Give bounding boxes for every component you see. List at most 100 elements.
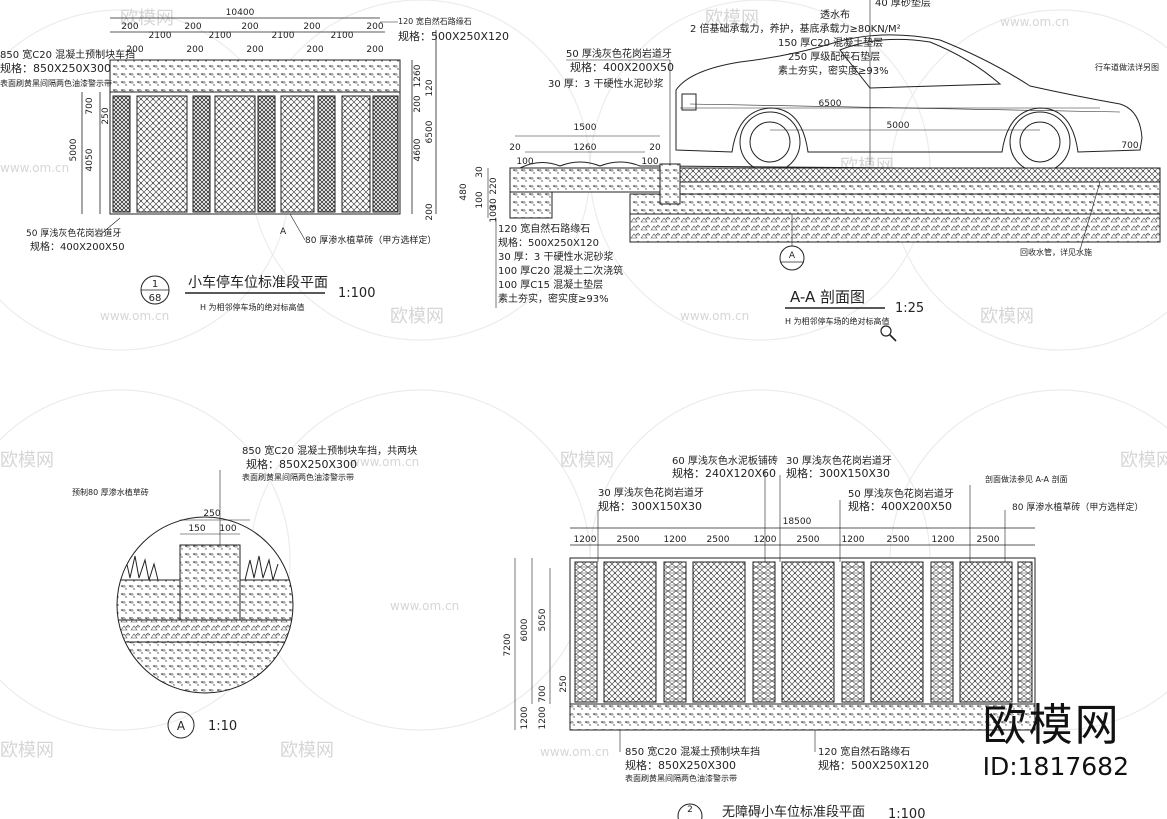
svg-text:700: 700 bbox=[1121, 141, 1138, 151]
plan1-note-edge-spec: 规格：400X200X50 bbox=[30, 240, 125, 253]
svg-text:2500: 2500 bbox=[797, 535, 820, 545]
plan1-curb-strip bbox=[109, 59, 401, 93]
section-curbstone bbox=[659, 163, 681, 205]
svg-text:1200: 1200 bbox=[520, 706, 530, 729]
plan1-note-curb-spec: 规格：500X250X120 bbox=[398, 29, 509, 43]
watermark-logo: 欧模网 bbox=[280, 740, 334, 761]
svg-text:透水布: 透水布 bbox=[820, 9, 850, 21]
svg-text:100 厚C20 混凝土二次浇筑: 100 厚C20 混凝土二次浇筑 bbox=[498, 264, 623, 277]
svg-text:250: 250 bbox=[203, 509, 220, 519]
watermark-url: www.om.cn bbox=[540, 745, 609, 759]
svg-text:80 厚渗水植草砖（甲方选样定）: 80 厚渗水植草砖（甲方选样定） bbox=[1012, 501, 1143, 513]
svg-text:100: 100 bbox=[219, 524, 236, 534]
svg-text:850 宽C20 混凝土预制块车挡: 850 宽C20 混凝土预制块车挡 bbox=[625, 745, 760, 758]
watermark-logo: 欧模网 bbox=[390, 306, 444, 327]
svg-text:200: 200 bbox=[366, 22, 383, 32]
svg-text:2 倍基础承载力，养护，基底承载力≥80KN/M²: 2 倍基础承载力，养护，基底承载力≥80KN/M² bbox=[690, 22, 901, 35]
svg-text:1260: 1260 bbox=[413, 64, 423, 87]
svg-text:规格：300X150X30: 规格：300X150X30 bbox=[786, 466, 890, 480]
svg-text:480: 480 bbox=[459, 183, 469, 200]
detail-note-paint: 表面刷黄黑间隔两色油漆警示带 bbox=[242, 472, 354, 482]
watermark-url: www.om.cn bbox=[390, 599, 459, 613]
plan2-title-no: 2 bbox=[687, 805, 693, 815]
plan1-top-dims: 200 2100 200 2100 200 2100 200 2100 200 bbox=[121, 22, 383, 41]
watermark-url: www.om.cn bbox=[1000, 15, 1069, 29]
svg-text:200: 200 bbox=[413, 95, 423, 112]
svg-text:素土夯实，密实度≥93%: 素土夯实，密实度≥93% bbox=[498, 292, 609, 305]
svg-text:120 宽自然石路缘石: 120 宽自然石路缘石 bbox=[818, 745, 910, 758]
svg-text:50 厚浅灰色花岗岩道牙: 50 厚浅灰色花岗岩道牙 bbox=[848, 487, 954, 500]
plan1-subnote: H 为相邻停车场的绝对标高值 bbox=[200, 302, 305, 312]
plan1-top-dims2: 200 200 200 200 200 bbox=[126, 45, 383, 55]
svg-text:2100: 2100 bbox=[272, 31, 295, 41]
svg-text:200: 200 bbox=[186, 45, 203, 55]
svg-text:700: 700 bbox=[538, 685, 548, 702]
svg-text:30 厚浅灰色花岗岩道牙: 30 厚浅灰色花岗岩道牙 bbox=[786, 454, 892, 467]
svg-text:剖面做法参见 A-A 剖面: 剖面做法参见 A-A 剖面 bbox=[985, 474, 1068, 484]
svg-text:规格：400X200X50: 规格：400X200X50 bbox=[570, 60, 674, 74]
svg-text:1200: 1200 bbox=[842, 535, 865, 545]
plan1-scale: 1:100 bbox=[338, 286, 375, 301]
svg-text:250 厚级配碎石垫层: 250 厚级配碎石垫层 bbox=[788, 50, 880, 63]
section-sand-layer bbox=[659, 181, 1161, 195]
plan1-marker-a: A bbox=[280, 227, 287, 237]
watermark-logo: 欧模网 bbox=[0, 740, 54, 761]
svg-text:30 厚：3 干硬性水泥砂浆: 30 厚：3 干硬性水泥砂浆 bbox=[548, 77, 663, 90]
svg-text:2500: 2500 bbox=[977, 535, 1000, 545]
section-note-drive: 行车道做法详另图 bbox=[1095, 62, 1159, 72]
watermark-logo: 欧模网 bbox=[120, 8, 174, 29]
watermark-logo: 欧模网 bbox=[1120, 450, 1167, 471]
svg-text:素土夯实，密实度≥93%: 素土夯实，密实度≥93% bbox=[778, 64, 889, 77]
section-grass-line bbox=[519, 161, 1161, 171]
watermark-logo: 欧模网 bbox=[980, 306, 1034, 327]
svg-text:表面刷黄黑间隔两色油漆警示带: 表面刷黄黑间隔两色油漆警示带 bbox=[625, 773, 737, 783]
section-scale: 1:25 bbox=[895, 301, 924, 316]
svg-text:150: 150 bbox=[188, 524, 205, 534]
svg-text:30 厚：3 干硬性水泥砂浆: 30 厚：3 干硬性水泥砂浆 bbox=[498, 250, 613, 263]
detail-a: 250 150 100 预制80 厚渗水植草砖 850 宽C20 混凝土预制块车… bbox=[72, 444, 417, 739]
svg-text:1260: 1260 bbox=[574, 143, 597, 153]
section-grass-layer bbox=[659, 167, 1161, 183]
svg-text:100 厚C15 混凝土垫层: 100 厚C15 混凝土垫层 bbox=[498, 278, 603, 291]
plan1-stalls bbox=[112, 95, 399, 213]
svg-text:2100: 2100 bbox=[149, 31, 172, 41]
plan1-note-edge: 50 厚浅灰色花岗岩道牙 bbox=[26, 227, 121, 239]
svg-text:200: 200 bbox=[241, 22, 258, 32]
svg-text:700: 700 bbox=[85, 97, 95, 114]
watermark-logo: 欧模网 bbox=[0, 450, 54, 471]
svg-text:2500: 2500 bbox=[887, 535, 910, 545]
svg-text:200: 200 bbox=[425, 203, 435, 220]
svg-text:1200: 1200 bbox=[538, 706, 548, 729]
section-subnote: H 为相邻停车场的绝对标高值 bbox=[785, 316, 890, 326]
watermark-layer: 欧模网 欧模网 www.om.cn www.om.cn 欧模网 欧模网 www.… bbox=[0, 8, 1167, 761]
svg-text:规格：400X200X50: 规格：400X200X50 bbox=[848, 499, 952, 513]
section-callouts-right: 40 厚砂垫层 透水布 2 倍基础承载力，养护，基底承载力≥80KN/M² 15… bbox=[690, 0, 931, 77]
svg-text:规格：500X250X120: 规格：500X250X120 bbox=[818, 758, 929, 772]
plan2-total-dim: 18500 bbox=[783, 517, 812, 527]
watermark-url: www.om.cn bbox=[0, 161, 69, 175]
plan2-stalls bbox=[574, 561, 1033, 703]
svg-text:7200: 7200 bbox=[503, 633, 513, 656]
plan1-title-sheet: 68 bbox=[149, 293, 162, 304]
watermark-logo: 欧模网 bbox=[560, 450, 614, 471]
section-concrete-layer bbox=[629, 193, 1161, 215]
svg-text:100: 100 bbox=[516, 157, 533, 167]
plan2-scale: 1:100 bbox=[888, 807, 925, 819]
svg-text:2500: 2500 bbox=[617, 535, 640, 545]
svg-text:200: 200 bbox=[184, 22, 201, 32]
svg-text:200: 200 bbox=[126, 45, 143, 55]
svg-text:20: 20 bbox=[649, 143, 661, 153]
svg-text:200: 200 bbox=[306, 45, 323, 55]
plan2-title: 无障碍小车位标准段平面 bbox=[722, 804, 865, 819]
svg-text:规格：240X120X60: 规格：240X120X60 bbox=[672, 466, 776, 480]
plan1-note-stop: 850 宽C20 混凝土预制块车挡 bbox=[0, 48, 135, 61]
plan1-note-stop-spec: 规格：850X250X300 bbox=[0, 61, 111, 75]
svg-text:20: 20 bbox=[509, 143, 521, 153]
svg-text:1200: 1200 bbox=[932, 535, 955, 545]
svg-text:200: 200 bbox=[303, 22, 320, 32]
svg-text:200: 200 bbox=[121, 22, 138, 32]
detail-note-grass: 预制80 厚渗水植草砖 bbox=[72, 487, 149, 497]
section-note-drain: 回收水管，详见水施 bbox=[1020, 247, 1092, 257]
plan1-title-no: 1 bbox=[152, 279, 158, 290]
